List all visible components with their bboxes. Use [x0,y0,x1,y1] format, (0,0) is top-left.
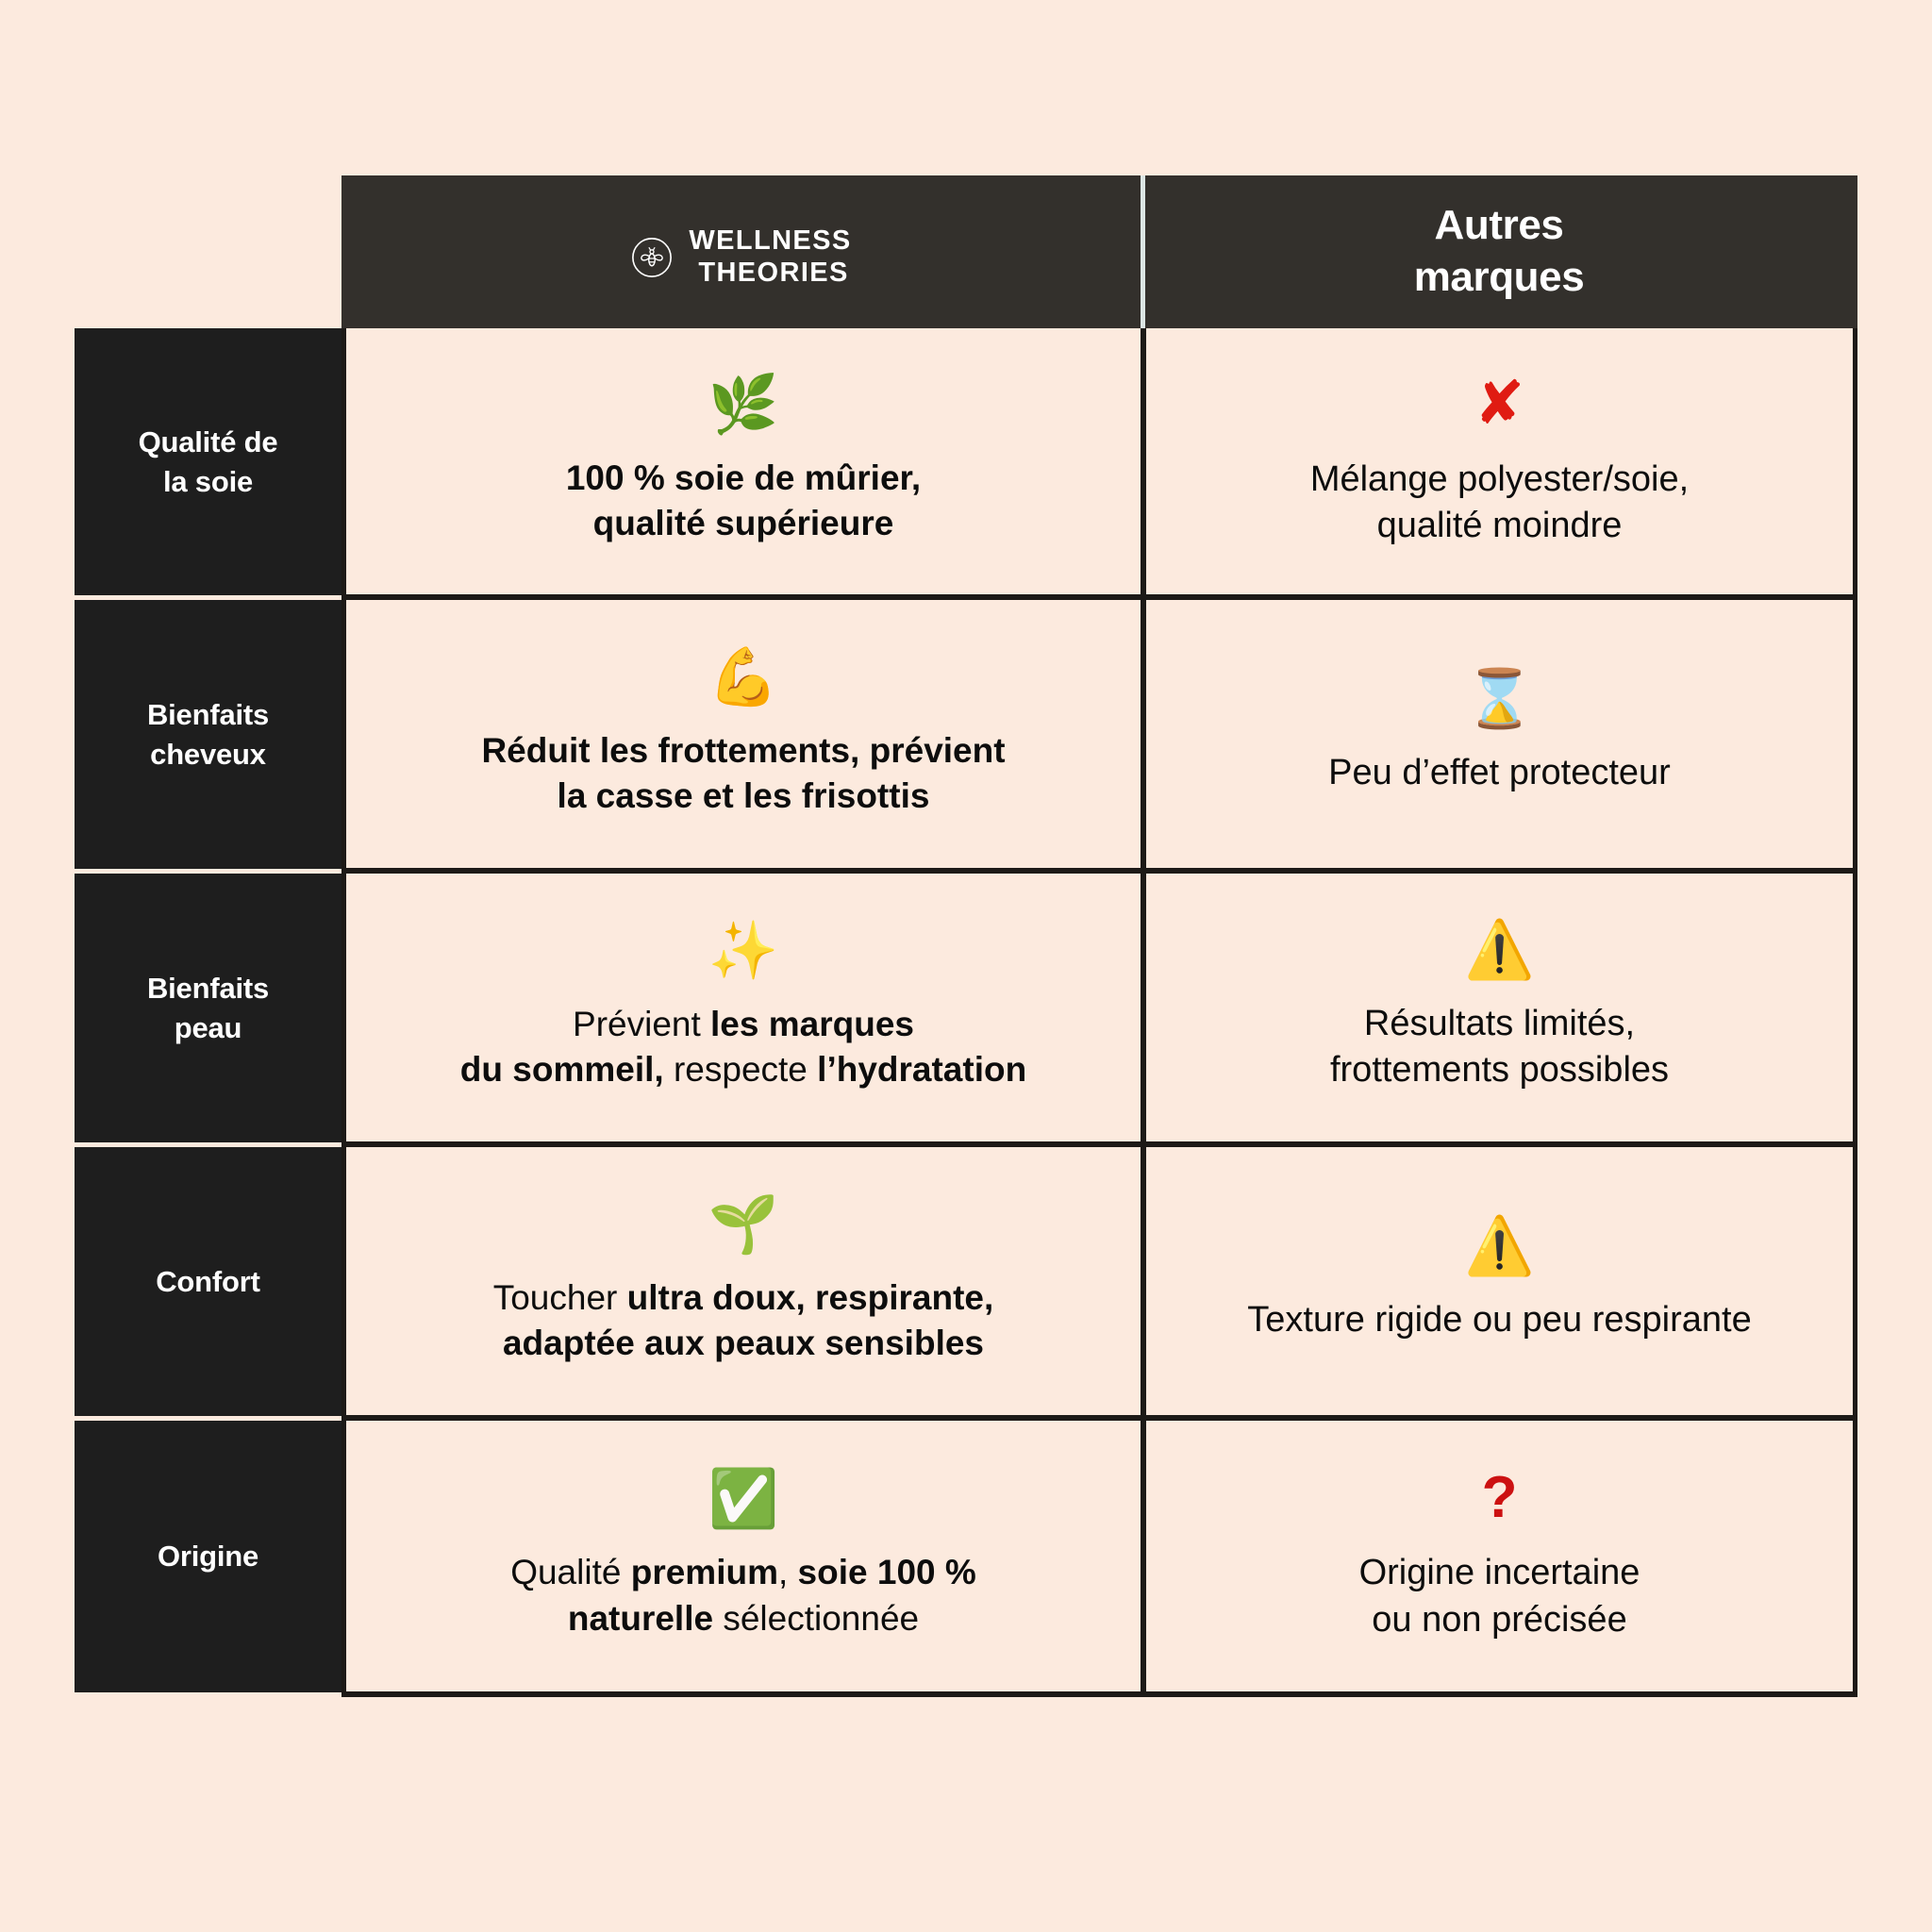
cell-text-line-2: la casse et les frisottis [557,776,930,815]
comparison-table: WELLNESS THEORIES Autres marques Qualité… [75,175,1857,1697]
text-segment-bold: du sommeil, [459,1050,664,1089]
brand-wordmark: WELLNESS THEORIES [689,225,851,289]
cell-text-line-1: Réduit les frottements, prévient [481,730,1006,770]
cell-text-line-2: adaptée aux peaux sensibles [493,1321,994,1366]
row-label-line-1: Bienfaits [146,697,270,731]
cell-ours-origine: ✅ Qualité premium, soie 100 % naturelle … [341,1421,1141,1697]
text-segment-bold: premium [630,1553,778,1592]
brand-line-1: WELLNESS [689,225,852,257]
cell-ours-bienfaits-cheveux: 💪 Réduit les frottements, prévient la ca… [341,600,1141,874]
text-segment-bold: l’hydratation [817,1050,1027,1089]
text-segment-bold: les marques [710,1004,914,1043]
brand-line-2: THEORIES [698,258,849,288]
cell-text-line-1: Résultats limités, [1363,1003,1636,1043]
other-brands-line-2: marques [1413,254,1585,300]
cell-text-line-2: du sommeil, respecte l’hydratation [460,1047,1026,1092]
row-label-line-1: Origine [157,1540,259,1574]
cell-text-line-1: Qualité premium, soie 100 % [510,1550,976,1595]
row-label-line-2: cheveux [150,737,266,771]
green-check-mark-icon: ✅ [708,1466,779,1533]
cell-text-line-1: Mélange polyester/soie, [1309,458,1690,499]
cell-text: Qualité premium, soie 100 % naturelle sé… [510,1550,976,1641]
cell-text-line-1: Peu d’effet protecteur [1328,753,1671,793]
text-segment-regular: Qualité [510,1553,631,1592]
cell-text: Réduit les frottements, prévient la cass… [481,728,1005,819]
cell-text-line-2: qualité supérieure [592,504,894,542]
hourglass-icon: ⌛ [1464,666,1535,733]
cell-text-line-1: Texture rigide ou peu respirante [1247,1300,1752,1341]
text-segment-bold: naturelle [567,1598,714,1638]
sparkles-icon: ✨ [708,917,779,984]
cell-text-line-1: 100 % soie de mûrier, [565,458,922,497]
cell-other-confort: ⚠️ Texture rigide ou peu respirante [1141,1147,1857,1421]
row-label-bienfaits-peau: Bienfaits peau [75,874,341,1147]
text-segment-regular: Prévient [573,1004,711,1043]
row-label-origine: Origine [75,1421,341,1697]
cell-other-bienfaits-peau: ⚠️ Résultats limités, frottements possib… [1141,874,1857,1147]
cell-ours-bienfaits-peau: ✨ Prévient les marques du sommeil, respe… [341,874,1141,1147]
text-segment-regular: , [777,1553,798,1592]
header-other-brands-cell: Autres marques [1141,175,1857,328]
row-label-line-1: Bienfaits [146,971,270,1005]
herb-leaf-icon: 🌿 [708,371,779,438]
seedling-icon: 🌱 [708,1191,779,1257]
other-brands-line-1: Autres [1434,202,1564,249]
cell-text-line-2: frottements possibles [1329,1050,1670,1090]
red-cross-mark-icon: ✘ [1474,368,1525,439]
red-question-mark-icon: ? [1481,1465,1518,1531]
text-segment-bold: soie 100 % [797,1553,976,1592]
row-label-confort: Confort [75,1147,341,1421]
flexed-biceps-icon: 💪 [708,643,779,710]
warning-triangle-icon: ⚠️ [1464,916,1535,983]
row-label-line-1: Qualité de [138,425,278,458]
cell-other-bienfaits-cheveux: ⌛ Peu d’effet protecteur [1141,600,1857,874]
warning-triangle-icon: ⚠️ [1464,1213,1535,1280]
cell-text: Peu d’effet protecteur [1328,750,1671,796]
cell-other-origine: ? Origine incertaine ou non précisée [1141,1421,1857,1697]
cell-text-line-1: Prévient les marques [460,1002,1026,1047]
bee-in-circle-logo-icon [630,236,674,279]
cell-ours-confort: 🌱 Toucher ultra doux, respirante, adapté… [341,1147,1141,1421]
text-segment-regular: sélectionnée [713,1598,920,1638]
row-label-line-2: la soie [162,464,254,498]
cell-other-qualite-de-la-soie: ✘ Mélange polyester/soie, qualité moindr… [1141,328,1857,600]
text-segment-bold: ultra doux, respirante, [626,1277,994,1317]
text-segment-regular: Toucher [492,1277,627,1317]
row-label-line-1: Confort [156,1264,260,1298]
header-other-brands-title: Autres marques [1414,200,1585,303]
cell-text: Texture rigide ou peu respirante [1247,1297,1751,1343]
cell-text-line-2: naturelle sélectionnée [510,1596,976,1641]
cell-text: Origine incertaine ou non précisée [1359,1550,1641,1643]
header-column-divider [1141,175,1145,328]
wellness-theories-logo: WELLNESS THEORIES [630,225,851,289]
cell-text: Prévient les marques du sommeil, respect… [460,1002,1026,1092]
row-label-bienfaits-cheveux: Bienfaits cheveux [75,600,341,874]
cell-text-line-2: ou non précisée [1372,1599,1627,1640]
text-segment-regular: respecte [663,1050,818,1089]
row-label-qualite-de-la-soie: Qualité de la soie [75,328,341,600]
cell-text: Mélange polyester/soie, qualité moindre [1310,457,1689,550]
text-segment-bold: adaptée aux peaux sensibles [502,1324,984,1362]
cell-text: Toucher ultra doux, respirante, adaptée … [493,1275,994,1366]
cell-text: 100 % soie de mûrier, qualité supérieure [566,456,921,546]
cell-text-line-2: qualité moindre [1376,506,1623,545]
cell-text-line-1: Toucher ultra doux, respirante, [493,1275,994,1321]
header-brand-cell: WELLNESS THEORIES [341,175,1141,328]
cell-ours-qualite-de-la-soie: 🌿 100 % soie de mûrier, qualité supérieu… [341,328,1141,600]
cell-text: Résultats limités, frottements possibles [1330,1001,1669,1094]
cell-text-line-1: Origine incertaine [1358,1553,1641,1593]
row-label-line-2: peau [174,1010,242,1044]
header-corner-blank [75,175,341,328]
